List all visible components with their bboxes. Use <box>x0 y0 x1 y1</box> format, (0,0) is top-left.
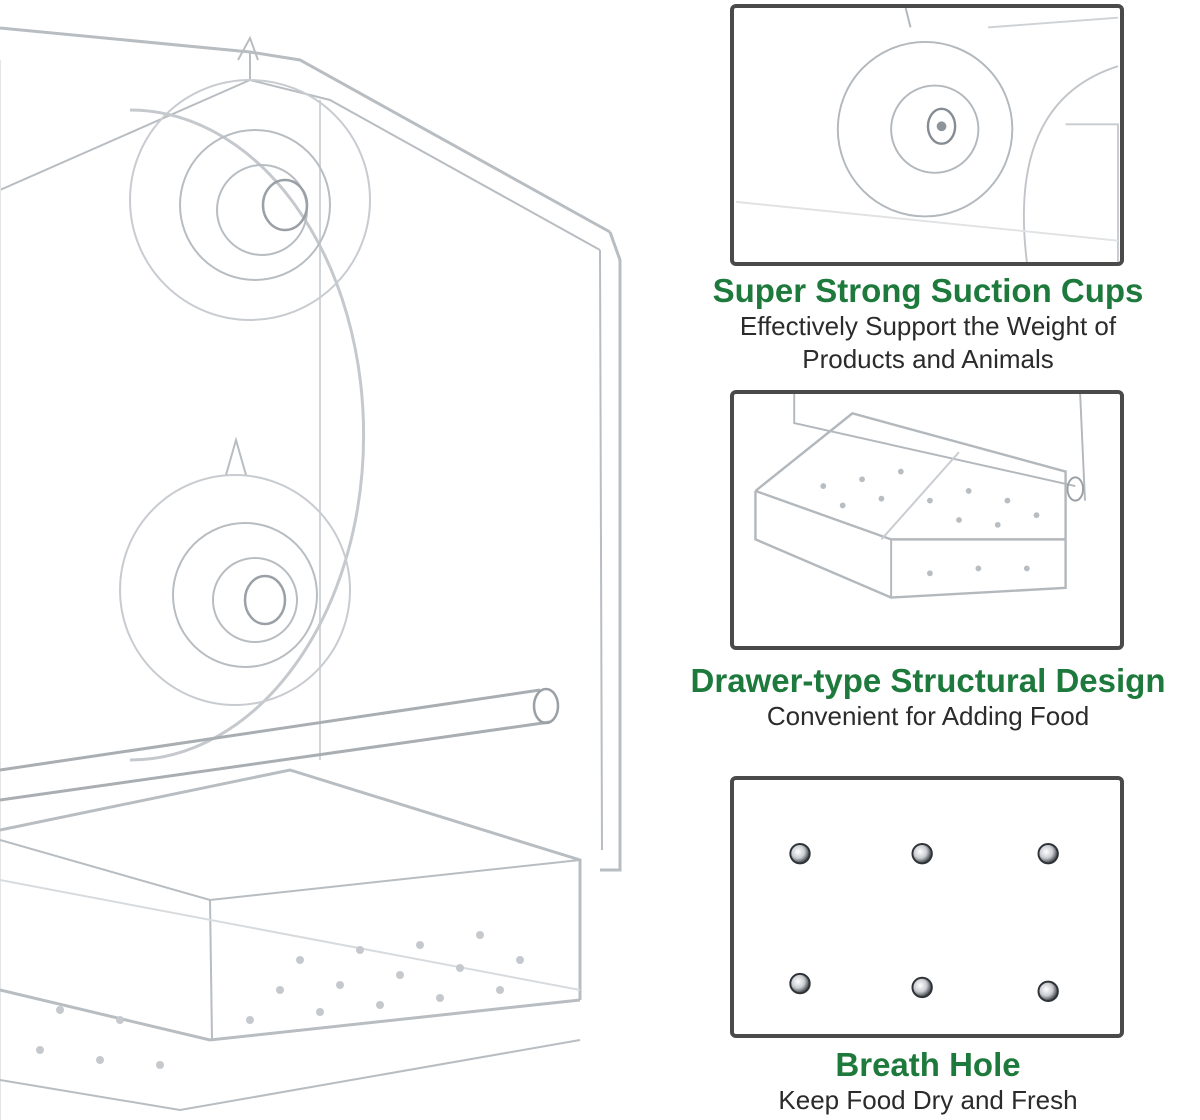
feature-description-line: Products and Animals <box>802 344 1054 374</box>
suction-cup-closeup-icon <box>735 8 1119 262</box>
drawer-detail-panel <box>730 390 1124 650</box>
breath-hole-closeup-icon <box>789 843 1059 1003</box>
feature-title: Breath Hole <box>835 1046 1021 1083</box>
drawer-tray-closeup-icon <box>754 394 1086 599</box>
suction-cup-detail-panel <box>730 4 1124 266</box>
feature-description-line: Convenient for Adding Food <box>766 701 1090 731</box>
suction-cup-caption: Super Strong Suction Cups Effectively Su… <box>640 272 1200 376</box>
drawer-caption: Drawer-type Structural Design Convenient… <box>640 662 1200 733</box>
feature-title: Super Strong Suction Cups <box>712 272 1144 309</box>
breath-hole-detail-panel <box>730 776 1124 1038</box>
feature-description-line: Effectively Support the Weight of <box>739 311 1117 341</box>
feature-description-line: Keep Food Dry and Fresh <box>778 1085 1078 1115</box>
feature-title: Drawer-type Structural Design <box>690 662 1166 699</box>
breath-hole-caption: Breath Hole Keep Food Dry and Fresh <box>640 1046 1200 1117</box>
bird-feeder-illustration <box>0 26 622 1120</box>
